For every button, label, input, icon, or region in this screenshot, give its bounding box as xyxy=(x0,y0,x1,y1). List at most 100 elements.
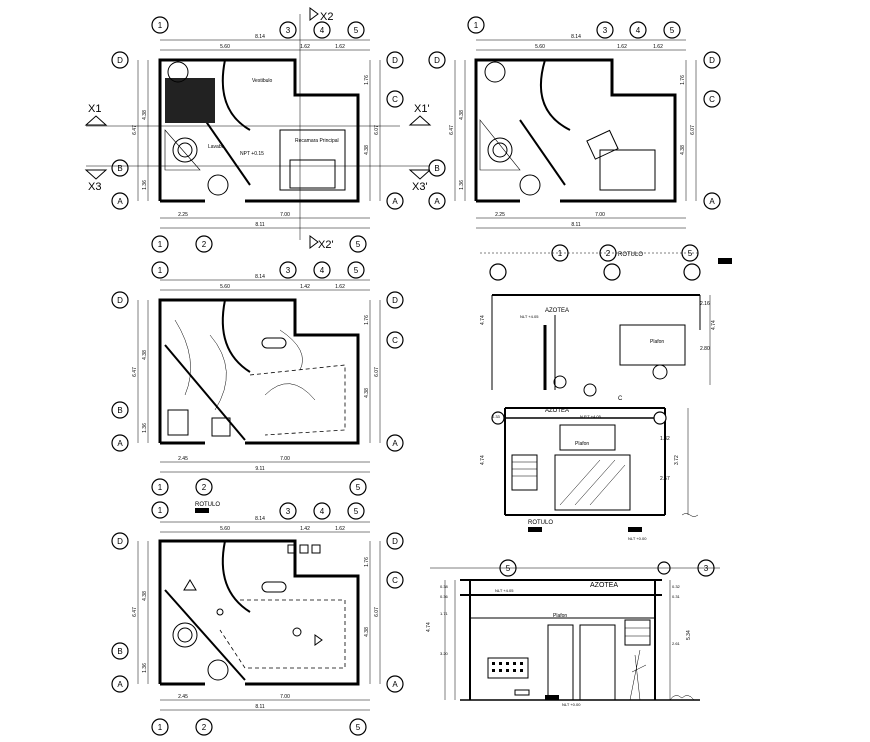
room-labels: Vestibulo Lavabo Recamara Principal NPT … xyxy=(208,78,339,157)
dim-text: 7.00 xyxy=(280,694,290,700)
building-section-2: 5 3 AZOTEA NLT +4.05 Plafon NLT +0.00 0.… xyxy=(426,559,720,707)
rotulo-label: ROTULO xyxy=(195,502,220,508)
dim-text: 2.25 xyxy=(495,212,505,218)
dim-text: 7.00 xyxy=(280,456,290,462)
building-section-1: 1 2 ROTULO 5 AZOTEA NLT +4.05 Plafon 4.7… xyxy=(480,244,732,541)
plafon-label: Plafon xyxy=(553,613,567,619)
grid-label: D xyxy=(117,56,123,65)
floor-plan-1: 1 3 4 5 D D C B A A 1 2 5 8.14 5.60 1.62… xyxy=(84,7,432,253)
grid-label: 5 xyxy=(506,564,511,573)
dimensions: 8.14 5.60 1.62 1.62 2.25 7.00 8.11 6.47 … xyxy=(132,34,381,229)
grid-label: 1 xyxy=(558,249,563,258)
grid-label: B xyxy=(117,406,122,415)
dim-text: 6.47 xyxy=(449,125,455,135)
grid-label: D xyxy=(709,56,715,65)
room-label: Vestibulo xyxy=(252,78,273,84)
dim-text: 5.60 xyxy=(535,44,545,50)
dim-text: 0.38 xyxy=(440,584,449,589)
grid-label: 2 xyxy=(202,723,207,732)
grid-bubbles-top: 1 3 4 5 xyxy=(151,16,365,39)
rotulo-label: ROTULO xyxy=(528,520,553,526)
dim-text: 1.42 xyxy=(300,284,310,290)
dim-text: 0.33 xyxy=(492,414,501,419)
grid-label: 2 xyxy=(202,240,207,249)
level-label: NLT +4.05 xyxy=(495,588,514,593)
dim-text: 4.38 xyxy=(142,110,148,120)
grid-label: 3 xyxy=(286,266,291,275)
grid-label: A xyxy=(117,197,123,206)
grid-label: 5 xyxy=(670,26,675,35)
grid-label: C xyxy=(392,95,398,104)
dim-text: 8.14 xyxy=(255,516,265,522)
grid-label: A xyxy=(392,680,398,689)
grid-label: 5 xyxy=(356,240,361,249)
grid-label: 2 xyxy=(606,249,611,258)
roof-label: AZOTEA xyxy=(545,408,569,414)
dim-text: 6.07 xyxy=(374,125,380,135)
floor-plan-3: 1 3 4 5 D D C B A A 1 2 5 8.14 5.60 1.42… xyxy=(111,261,404,496)
dim-text: 1.36 xyxy=(142,423,148,433)
section-mark: X1' xyxy=(414,103,430,115)
level-label: N.P.T +4.05 xyxy=(580,414,602,419)
dim-text: 6.47 xyxy=(132,125,138,135)
grid-label: C xyxy=(392,576,398,585)
grid-label: A xyxy=(392,197,398,206)
dim-text: 3.20 xyxy=(440,651,449,656)
grid-label: A xyxy=(117,439,123,448)
dim-text: 0.36 xyxy=(440,594,449,599)
grid-label: D xyxy=(392,537,398,546)
room-label: Lavabo xyxy=(208,144,225,150)
dim-text: 1.76 xyxy=(680,75,686,85)
dim-text: 1.36 xyxy=(142,663,148,673)
dim-text: 6.47 xyxy=(132,367,138,377)
dim-text: 1.76 xyxy=(364,315,370,325)
grid-label: 1 xyxy=(158,483,163,492)
grid-label: A xyxy=(392,439,398,448)
dim-text: 7.00 xyxy=(595,212,605,218)
grid-label: B xyxy=(434,164,439,173)
grid-label: 5 xyxy=(356,723,361,732)
dim-text: 4.74 xyxy=(480,455,486,465)
dim-text: 0.31 xyxy=(672,594,681,599)
dim-text: 1.42 xyxy=(300,526,310,532)
section-mark: X3 xyxy=(88,181,101,193)
grid-label: 1 xyxy=(158,240,163,249)
dim-text: 2.25 xyxy=(178,212,188,218)
dim-text: 4.38 xyxy=(364,145,370,155)
vent-grid xyxy=(492,662,523,672)
grid-label: 4 xyxy=(636,26,641,35)
room-label: Recamara Principal xyxy=(295,138,339,144)
grid-label: A xyxy=(117,680,123,689)
section-mark: X2' xyxy=(318,239,334,251)
tile-hatch xyxy=(164,61,229,196)
dim-text: 1.62 xyxy=(335,44,345,50)
grid-label: 4 xyxy=(320,507,325,516)
dim-text: 4.74 xyxy=(711,320,717,330)
plafon-label: Plafon xyxy=(575,441,589,447)
dim-text: 6.07 xyxy=(374,607,380,617)
dim-text: 2.57 xyxy=(660,476,670,482)
grid-label: 3 xyxy=(704,564,709,573)
grid-label: 3 xyxy=(286,507,291,516)
dim-text: 4.38 xyxy=(364,388,370,398)
dim-text: 1.76 xyxy=(364,557,370,567)
grid-label: 1 xyxy=(158,266,163,275)
dim-text: 1.36 xyxy=(459,180,465,190)
dim-text: 5.60 xyxy=(220,284,230,290)
grid-label: 5 xyxy=(354,266,359,275)
dim-text: 8.14 xyxy=(255,274,265,280)
dim-text: 1.62 xyxy=(617,44,627,50)
dim-text: 4.38 xyxy=(459,110,465,120)
grid-label: B xyxy=(117,647,122,656)
grid-label: 3 xyxy=(603,26,608,35)
grid-label: 5 xyxy=(356,483,361,492)
dim-text: 1.62 xyxy=(653,44,663,50)
walls xyxy=(158,58,360,203)
grid-label: 5 xyxy=(354,26,359,35)
grid-label: 1 xyxy=(474,21,479,30)
grid-label: D xyxy=(392,56,398,65)
dim-text: 9.11 xyxy=(255,466,265,472)
grid-label: C xyxy=(392,336,398,345)
dim-text: 8.14 xyxy=(571,34,581,40)
dim-text: 1.62 xyxy=(300,44,310,50)
